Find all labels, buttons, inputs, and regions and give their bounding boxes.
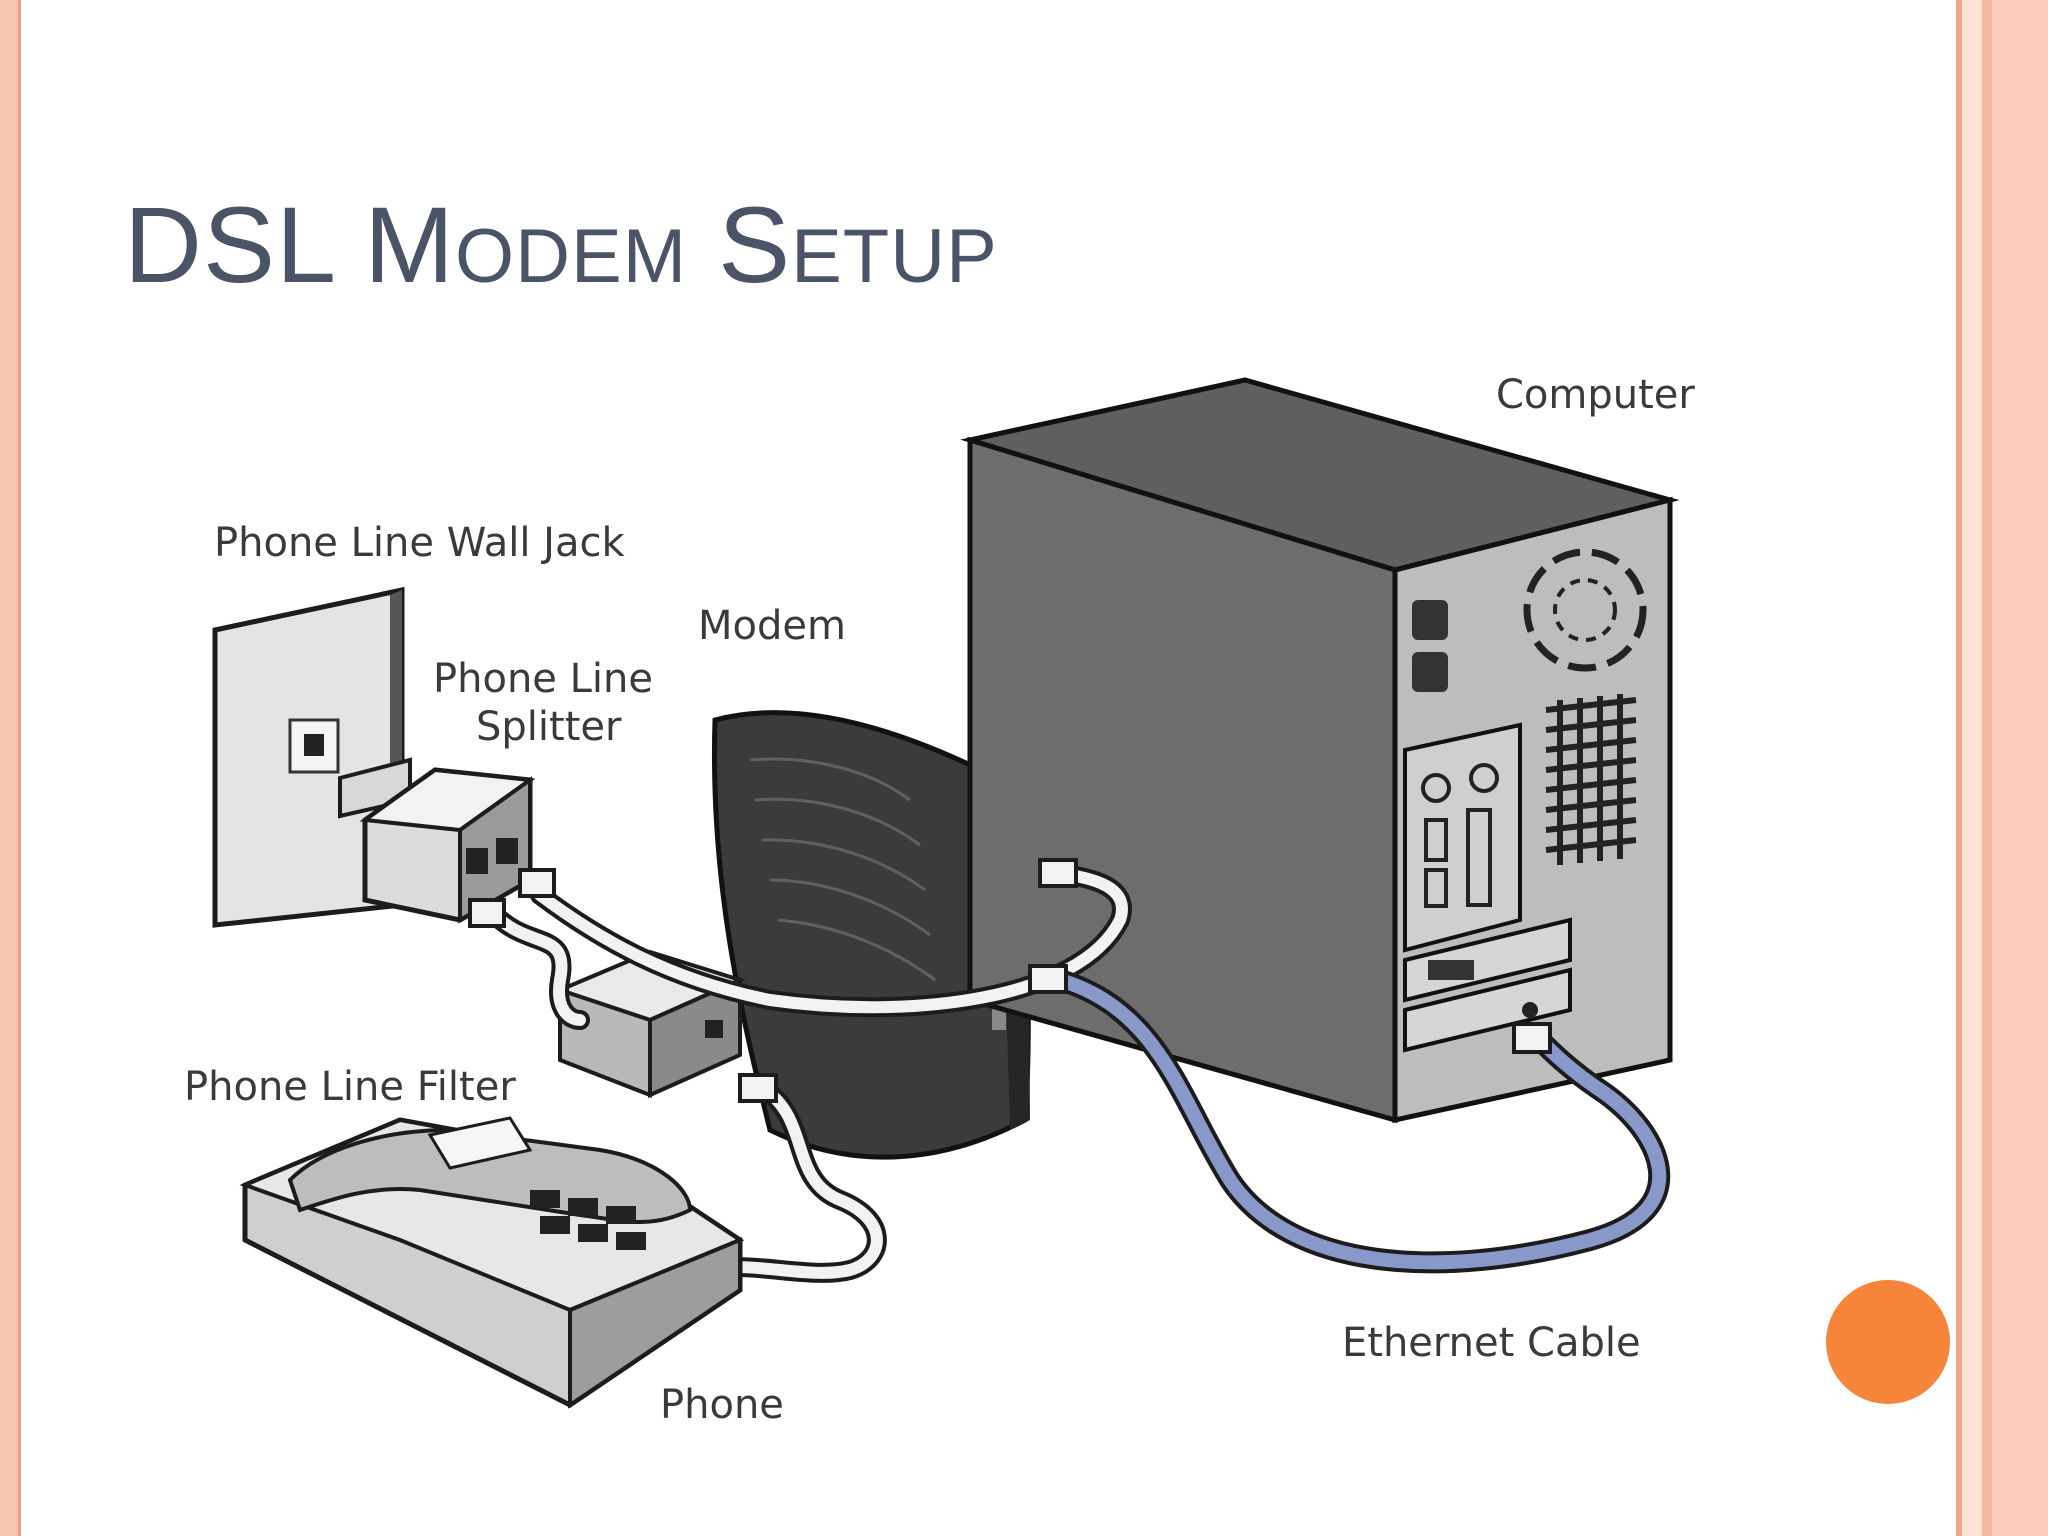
right-border-band-mid — [1982, 0, 1992, 1536]
splitter-label-line2: Splitter — [476, 704, 622, 750]
right-border-band-light — [1962, 0, 1982, 1536]
computer-tower-illustration — [960, 377, 1680, 1124]
slide-accent-dot — [1826, 1280, 1950, 1404]
ethernet-label: Ethernet Cable — [1342, 1320, 1641, 1366]
phone-line-filter-illustration — [554, 949, 746, 1099]
left-border-band — [0, 0, 18, 1536]
wall-jack-label: Phone Line Wall Jack — [214, 520, 625, 566]
splitter-illustration — [338, 757, 536, 924]
right-border-line — [1956, 0, 1962, 1536]
modem-label: Modem — [698, 603, 846, 649]
ethernet-cable — [1028, 964, 1671, 1274]
diagram-svg: Computer Phone Line Wall Jack Modem Phon… — [184, 372, 1695, 1428]
phone-cables — [468, 858, 1132, 1283]
phone-label: Phone — [660, 1382, 784, 1428]
right-border-band-outer — [1992, 0, 2048, 1536]
telephone-illustration — [239, 1116, 745, 1409]
left-border-line — [18, 0, 21, 1536]
slide-title: DSL Modem Setup — [124, 184, 998, 305]
splitter-label-line1: Phone Line — [433, 656, 653, 702]
filter-label: Phone Line Filter — [184, 1064, 516, 1110]
dsl-setup-diagram: Computer Phone Line Wall Jack Modem Phon… — [150, 360, 1780, 1460]
computer-label: Computer — [1496, 372, 1695, 418]
